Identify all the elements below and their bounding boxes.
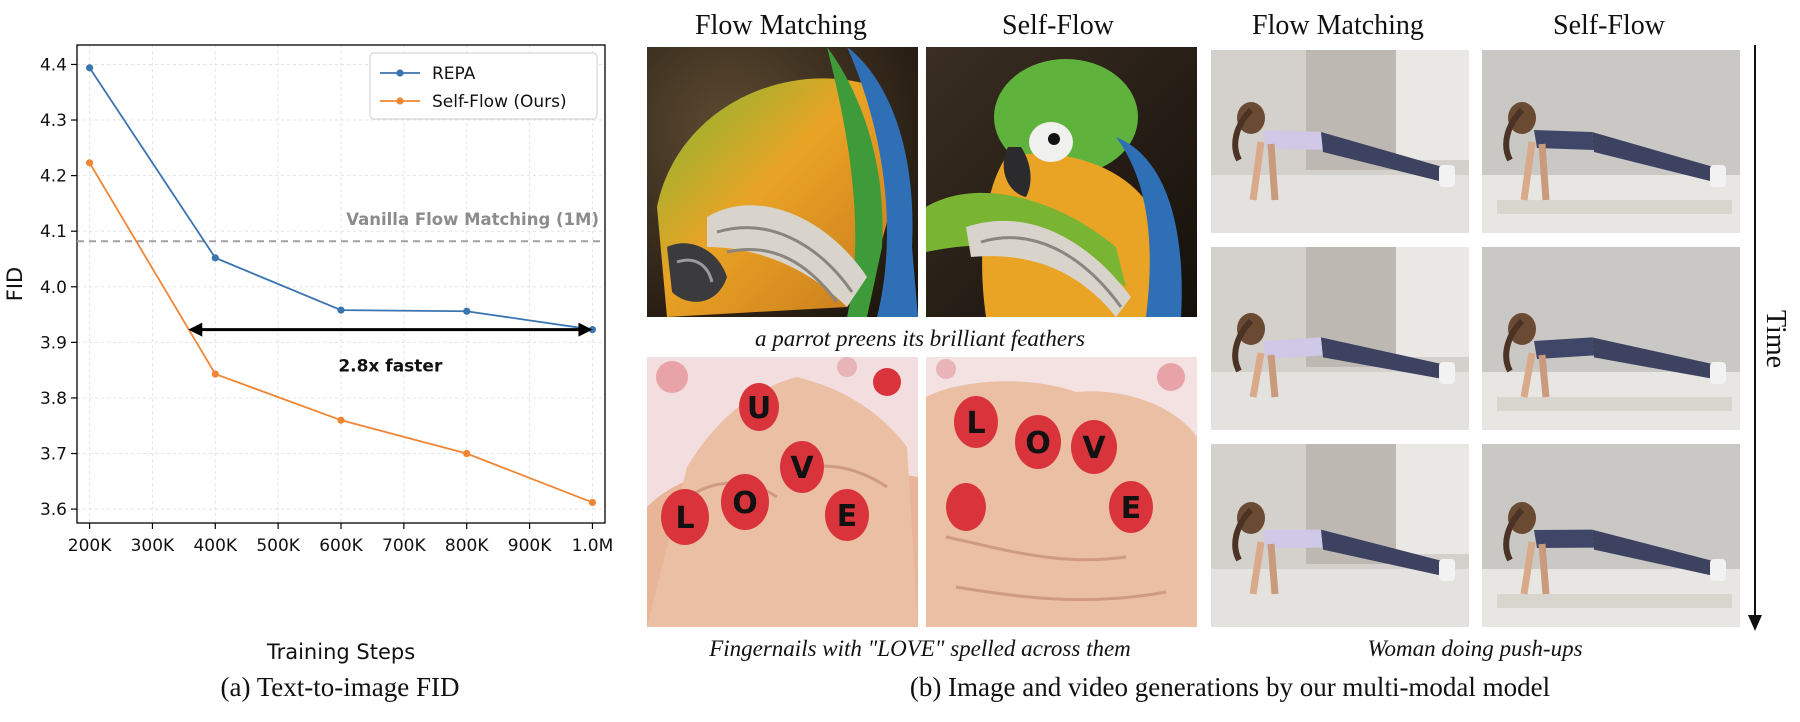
pushup-frame-sf-3 [1482,444,1740,627]
pushup-frame-sf-2 [1482,247,1740,430]
parrot-self-flow-image [926,47,1197,317]
y-axis-label: FID [3,267,27,301]
speedup-arrow-right-head [578,322,593,337]
nail-letter-fm-u: U [747,391,771,426]
column-title-image-self-flow: Self-Flow [1002,10,1114,41]
data-point-0-2 [337,306,345,314]
nail-letter-fm-o: O [732,486,758,521]
data-point-1-3 [463,449,471,458]
nail-letter-fm-v: V [790,451,814,486]
parrot-flow-matching-image [647,47,918,317]
legend-swatch-marker-0 [396,69,404,77]
nail-letter-fm-l: L [675,501,694,536]
pushups-prompt-caption: Woman doing push-ups [1367,636,1583,661]
pushup-frame-sf-1 [1482,50,1740,233]
y-tick-label: 4.1 [40,222,67,242]
pushup-frame-fm-2 [1211,247,1469,430]
legend-label-0: REPA [432,64,476,84]
right-subfigure-caption: (b) Image and video generations by our m… [909,672,1551,702]
x-tick-label: 1.0M [572,536,614,556]
x-tick-label: 700K [382,536,426,556]
nail-letter-sf-v: V [1082,431,1106,466]
time-arrow [1748,45,1762,631]
pushup-frame-fm-1 [1211,50,1469,233]
column-title-video-flow-matching: Flow Matching [1252,10,1424,41]
x-tick-label: 800K [445,536,489,556]
nail-letter-sf-e: E [1121,491,1142,526]
data-point-0-3 [463,307,471,315]
nail-letter-sf-o: O [1025,426,1051,461]
legend-box [369,52,598,120]
x-tick-label: 500K [256,536,300,556]
nails-self-flow-image: L O V E [926,357,1197,627]
x-tick-label: 600K [319,536,363,556]
data-point-1-2 [337,416,345,424]
reference-line-label: Vanilla Flow Matching (1M) [346,210,599,229]
pushup-frame-fm-3 [1211,444,1469,627]
y-tick-label: 4.3 [40,111,67,131]
nails-prompt-caption: Fingernails with "LOVE" spelled across t… [709,636,1131,661]
y-tick-label: 3.8 [40,389,67,409]
x-tick-label: 900K [508,536,552,556]
data-point-0-0 [85,64,94,72]
nails-flow-matching-image: L O U V E [647,357,918,627]
column-title-video-self-flow: Self-Flow [1553,10,1665,41]
data-point-1-1 [211,370,219,378]
data-point-1-4 [588,498,597,507]
x-axis-label: Training Steps [266,640,415,664]
speedup-arrow-left-head [188,322,203,337]
data-point-1-0 [85,159,94,167]
y-tick-label: 3.9 [40,333,67,353]
data-point-0-1 [211,254,219,262]
parrot-prompt-caption: a parrot preens its brilliant feathers [755,326,1085,351]
nail-letter-fm-e: E [837,499,858,534]
legend-label-1: Self-Flow (Ours) [432,92,567,112]
fid-line-chart: Vanilla Flow Matching (1M) 200K 300K 400K 5… [3,44,614,664]
left-subfigure-caption: (a) Text-to-image FID [220,672,460,702]
nail-letter-sf-l: L [966,406,985,441]
x-tick-label: 300K [131,536,175,556]
y-tick-label: 4.4 [40,55,67,75]
x-tick-label: 400K [193,536,237,556]
y-tick-label: 4.2 [40,167,67,187]
y-tick-label: 4.0 [40,278,67,298]
x-tick-label: 200K [68,536,112,556]
y-tick-label: 3.6 [40,500,67,520]
legend-swatch-marker-1 [396,97,404,105]
time-axis-label: Time [1760,309,1791,369]
y-tick-label: 3.7 [40,445,67,465]
column-title-image-flow-matching: Flow Matching [695,10,867,41]
speedup-annotation-label: 2.8x faster [338,357,443,377]
